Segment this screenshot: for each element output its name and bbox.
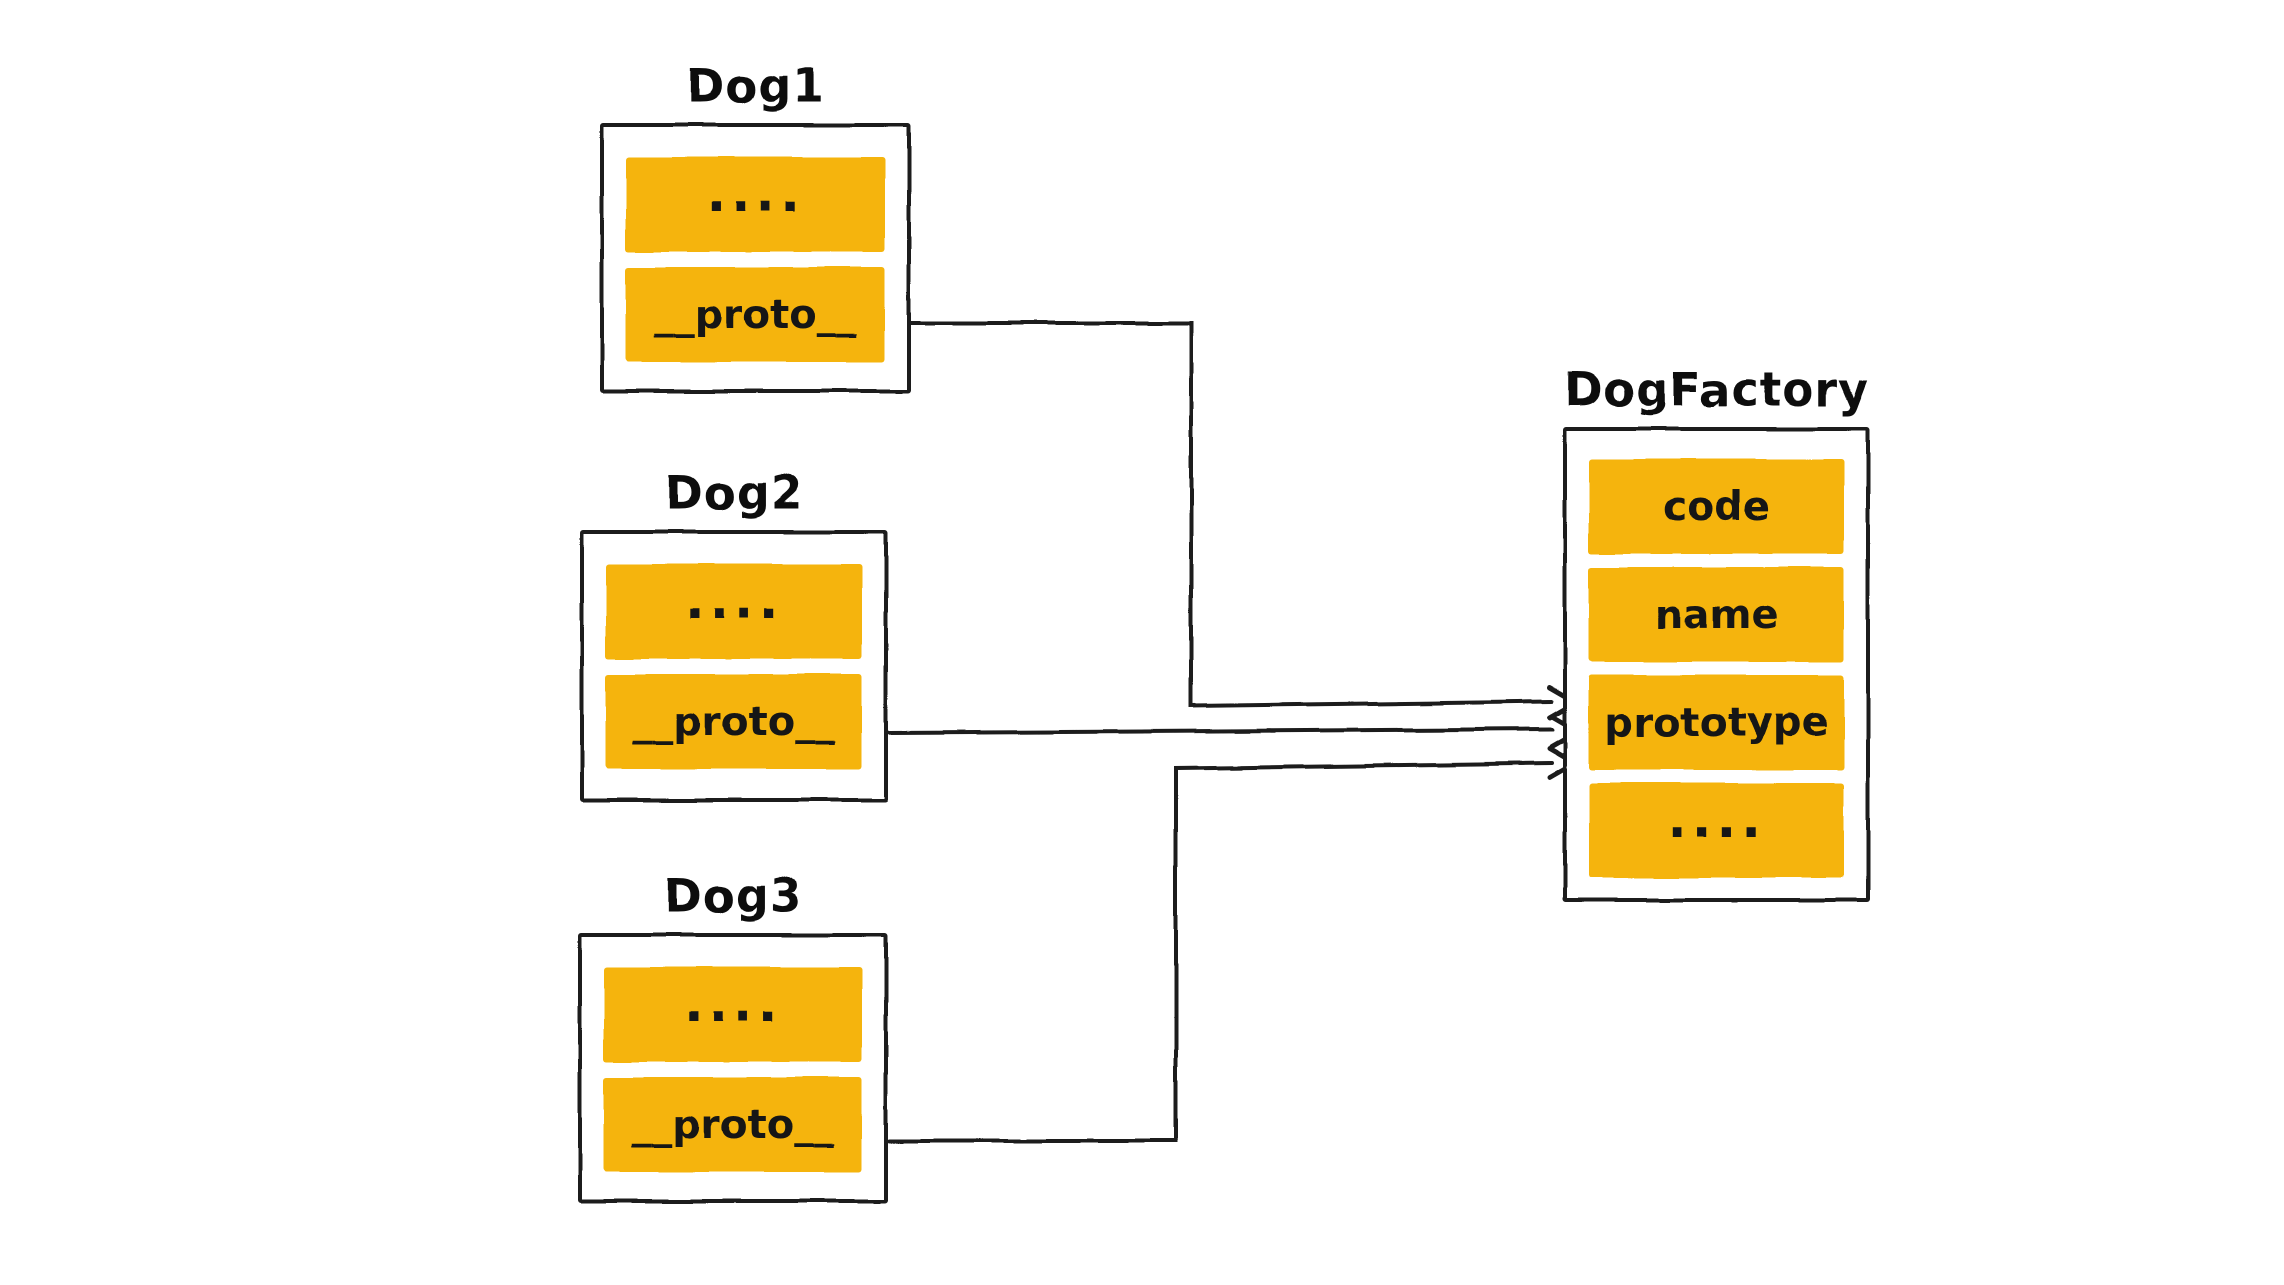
- dog3-fields-label: ....: [683, 974, 783, 1035]
- connector-dog2-proto-to-prototype: [887, 727, 1554, 735]
- dog3-proto-cell: __proto__: [604, 1077, 862, 1172]
- dog1-fields-cell: ....: [626, 157, 885, 252]
- dogfactory-prototype-label: prototype: [1604, 699, 1829, 746]
- node-dogfactory: DogFactory code name prototype ....: [1563, 363, 1870, 902]
- dogfactory-code-cell: code: [1589, 459, 1844, 554]
- node-dog3: Dog3 .... __proto__: [578, 869, 888, 1203]
- node-dogfactory-title: DogFactory: [1563, 363, 1870, 417]
- dog1-proto-cell: __proto__: [626, 267, 885, 362]
- dog1-fields-label: ....: [705, 164, 805, 225]
- connector-dog1-proto-to-prototype: [908, 321, 1554, 709]
- dog2-fields-cell: ....: [606, 564, 862, 659]
- dogfactory-name-label: name: [1654, 591, 1779, 638]
- dogfactory-fields-cell: ....: [1589, 783, 1844, 878]
- node-dog1: Dog1 .... __proto__: [600, 59, 911, 393]
- dogfactory-fields-label: ....: [1666, 790, 1766, 851]
- node-dog3-title: Dog3: [663, 869, 803, 923]
- dog3-fields-cell: ....: [604, 967, 862, 1062]
- dog1-proto-label: __proto__: [654, 291, 857, 338]
- node-dog2: Dog2 .... __proto__: [580, 466, 888, 802]
- node-dog1-title: Dog1: [686, 59, 825, 113]
- dog2-proto-label: __proto__: [632, 698, 836, 745]
- dog3-proto-label: __proto__: [631, 1101, 835, 1148]
- dog2-fields-label: ....: [684, 571, 784, 632]
- dogfactory-code-label: code: [1663, 483, 1770, 530]
- dog2-proto-cell: __proto__: [606, 674, 862, 769]
- dogfactory-prototype-cell: prototype: [1589, 675, 1844, 770]
- dogfactory-name-cell: name: [1589, 567, 1844, 662]
- node-dog2-title: Dog2: [664, 466, 804, 520]
- connector-dog3-proto-to-prototype: [887, 761, 1554, 1143]
